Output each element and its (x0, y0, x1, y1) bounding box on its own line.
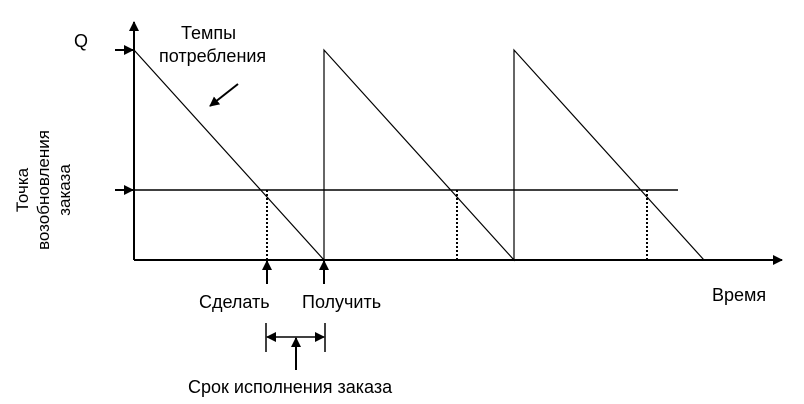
order-label: Сделать (199, 292, 270, 312)
q-label: Q (74, 31, 88, 51)
reorder-point-label-line1: Точка (13, 167, 32, 212)
inventory-level-line (133, 48, 705, 262)
reorder-point-label-line3: заказа (55, 164, 74, 216)
lead-time-label: Срок исполнения заказа (188, 377, 393, 397)
receive-label: Получить (302, 292, 381, 312)
reorder-point-label: Точка возобновления заказа (13, 130, 74, 250)
rate-arrow-icon (209, 83, 239, 107)
reorder-point-label-line2: возобновления (34, 130, 53, 250)
consumption-rate-label-line2: потребления (159, 46, 266, 66)
consumption-rate-label-line1: Темпы (181, 23, 236, 43)
time-axis-label: Время (712, 285, 766, 305)
